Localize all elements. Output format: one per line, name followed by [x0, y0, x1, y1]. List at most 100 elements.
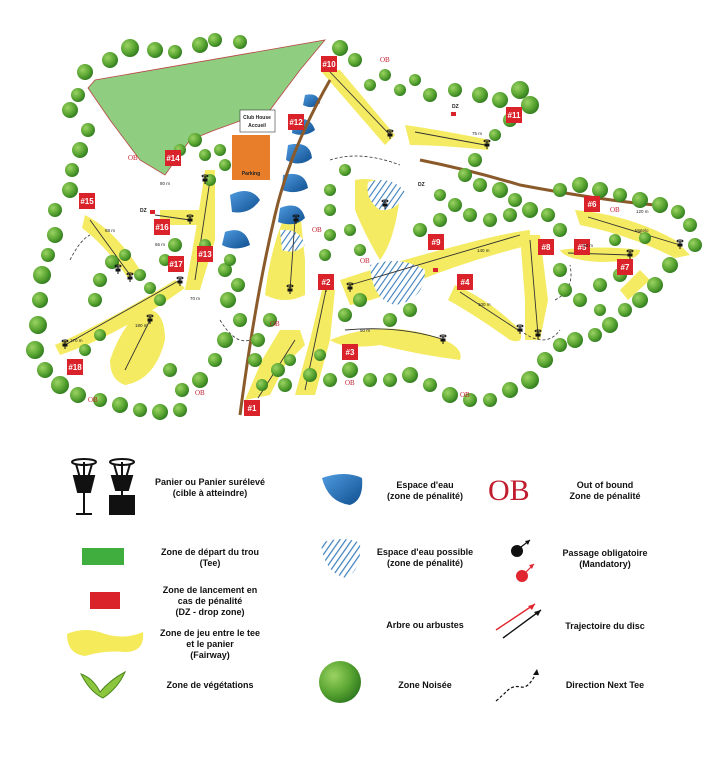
- tree: [47, 227, 63, 243]
- tree: [48, 203, 62, 217]
- tree: [342, 362, 358, 378]
- tree: [154, 294, 166, 306]
- tree: [468, 153, 482, 167]
- tree: [364, 79, 376, 91]
- tree: [423, 378, 437, 392]
- hole-marker-7: #7: [617, 259, 633, 275]
- svg-text:#6: #6: [588, 200, 597, 209]
- tree: [278, 378, 292, 392]
- svg-text:DZ: DZ: [452, 104, 459, 110]
- tree: [567, 332, 583, 348]
- tree: [112, 397, 128, 413]
- fairway-10: [320, 70, 395, 145]
- tree: [263, 313, 277, 327]
- tree: [508, 193, 522, 207]
- tree: [553, 338, 567, 352]
- legend-ob-label: Out of bound Zone de pénalité: [569, 480, 641, 501]
- hole-marker-15: #15: [79, 193, 95, 209]
- fairway-17: [55, 280, 185, 355]
- tree: [492, 182, 508, 198]
- legend-water-label: Espace d'eau (zone de pénalité): [386, 480, 463, 501]
- tree: [338, 308, 352, 322]
- fairways: [55, 70, 690, 400]
- svg-text:Matelo: Matelo: [635, 228, 649, 233]
- tree: [458, 168, 472, 182]
- pond: [286, 143, 312, 164]
- tree: [51, 376, 69, 394]
- tree: [683, 218, 697, 232]
- basket-icon: [483, 139, 491, 149]
- tree: [383, 373, 397, 387]
- tree: [602, 317, 618, 333]
- tree: [379, 69, 391, 81]
- svg-text:OB: OB: [312, 226, 322, 234]
- tree: [119, 249, 131, 261]
- svg-text:140 m: 140 m: [477, 248, 490, 253]
- basket-icon: [286, 284, 294, 294]
- parking-label: Parking: [242, 171, 260, 177]
- tree: [251, 333, 265, 347]
- svg-text:#9: #9: [432, 238, 441, 247]
- water-possible-icon: [321, 539, 361, 578]
- pond-possible: [367, 179, 405, 211]
- tree: [593, 278, 607, 292]
- legend-trees-label: Arbre ou arbustes: [386, 620, 464, 630]
- tree: [70, 387, 86, 403]
- tree: [121, 39, 139, 57]
- tree: [632, 292, 648, 308]
- tree: [192, 37, 208, 53]
- tree: [483, 393, 497, 407]
- tree: [522, 202, 538, 218]
- svg-text:#10: #10: [322, 60, 336, 69]
- tree: [208, 33, 222, 47]
- tree: [29, 316, 47, 334]
- tree: [72, 142, 88, 158]
- svg-text:DZ: DZ: [418, 182, 425, 188]
- tree: [33, 266, 51, 284]
- svg-text:Club House: Club House: [243, 115, 271, 121]
- tree: [324, 204, 336, 216]
- basket-icon: [71, 458, 135, 515]
- rough-icon: [319, 661, 361, 703]
- svg-text:#13: #13: [198, 250, 212, 259]
- tree: [383, 313, 397, 327]
- svg-text:75 m: 75 m: [472, 131, 482, 136]
- basket-icon: [534, 329, 542, 339]
- tree: [37, 362, 53, 378]
- tree: [319, 249, 331, 261]
- tree: [502, 382, 518, 398]
- tree: [214, 144, 226, 156]
- tree: [511, 81, 529, 99]
- tree: [220, 292, 236, 308]
- hole-marker-11: #11: [506, 107, 522, 123]
- tee-swatch: [82, 548, 124, 565]
- tree: [609, 234, 621, 246]
- svg-text:100 m: 100 m: [478, 302, 491, 307]
- tree: [271, 363, 285, 377]
- svg-text:#1: #1: [248, 404, 257, 413]
- svg-text:#2: #2: [322, 278, 331, 287]
- fairway-icon: [67, 630, 144, 656]
- tree: [324, 229, 336, 241]
- pond: [282, 173, 308, 193]
- tree: [314, 349, 326, 361]
- tree: [394, 84, 406, 96]
- svg-text:#14: #14: [166, 154, 180, 163]
- hole-marker-10: #10: [321, 56, 337, 72]
- legend-next-tee-label: Direction Next Tee: [565, 680, 645, 690]
- basket-icon: [201, 174, 209, 184]
- tree: [553, 263, 567, 277]
- hole-marker-18: #18: [67, 359, 83, 375]
- hole-marker-1: #1: [244, 400, 260, 416]
- pond: [230, 191, 260, 213]
- tree: [231, 278, 245, 292]
- tree: [448, 198, 462, 212]
- tree: [521, 96, 539, 114]
- tree: [402, 367, 418, 383]
- legend-dz-label: Zone de lancement en cas de pénalité (DZ…: [162, 585, 258, 617]
- tree: [219, 159, 231, 171]
- svg-text:88 m: 88 m: [105, 228, 115, 233]
- tree: [448, 83, 462, 97]
- tree: [168, 45, 182, 59]
- legend-tee-label: Zone de départ du trou (Tee): [161, 547, 259, 568]
